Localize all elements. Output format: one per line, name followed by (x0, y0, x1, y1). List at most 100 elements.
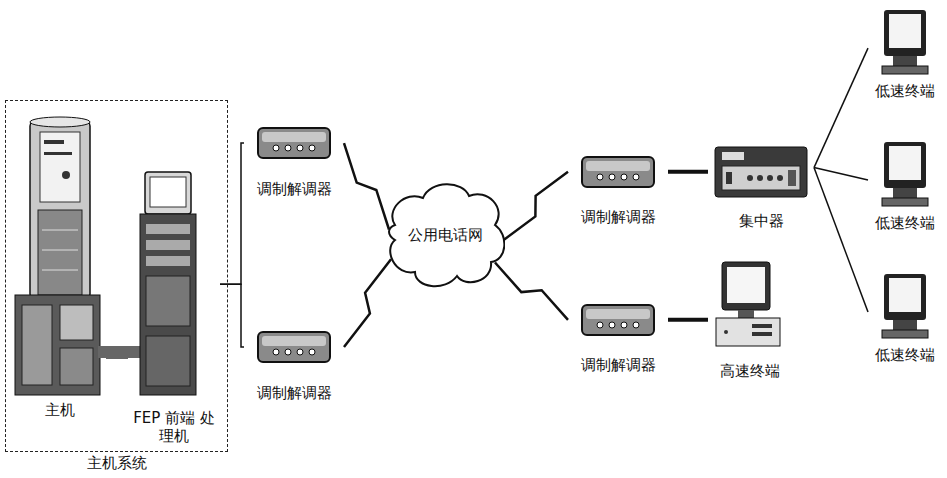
modem-top (586, 309, 650, 319)
monitor (145, 172, 191, 214)
node-label: 主机 (45, 401, 75, 419)
panel-knob (62, 171, 70, 179)
modem-light (273, 349, 279, 355)
node-label: 低速终端 (875, 214, 935, 232)
modem-light (609, 174, 615, 180)
drive-bay (146, 256, 190, 266)
panel (40, 132, 80, 202)
modem-illustration (582, 157, 654, 187)
node-label: 调制解调器 (581, 356, 656, 374)
vent (42, 270, 78, 271)
node-label: 调制解调器 (581, 208, 656, 226)
cabinet (15, 295, 100, 395)
power-light (724, 330, 728, 334)
line (220, 143, 244, 284)
drive-slot (752, 332, 772, 336)
base (882, 66, 928, 74)
monitor (722, 262, 770, 310)
modem-light (297, 349, 303, 355)
modem-body (258, 332, 330, 362)
port (767, 175, 773, 181)
modem-body (258, 128, 330, 158)
base (882, 330, 928, 338)
modem-light (297, 145, 303, 151)
node-label: 集中器 (739, 212, 784, 230)
cabinet-door (60, 305, 93, 340)
modem-light (633, 322, 639, 328)
drive-bay (146, 224, 190, 234)
switch (788, 170, 796, 186)
node-label: 公用电话网 (408, 226, 483, 244)
modem-top (586, 161, 650, 171)
tower (30, 120, 90, 300)
cabinet (140, 214, 196, 395)
low-speed-terminal: 低速终端 (868, 4, 942, 102)
panel (146, 276, 190, 326)
modem-top (262, 132, 326, 142)
screen (150, 177, 186, 207)
phone-link (495, 263, 568, 320)
modem: 调制解调器 (244, 326, 344, 404)
node-label: 低速终端 (875, 82, 935, 100)
port (747, 175, 753, 181)
system-unit (716, 318, 780, 346)
screen (889, 146, 921, 180)
cable (668, 318, 708, 322)
high-speed-terminal-illustration (716, 262, 780, 346)
modem-light (597, 174, 603, 180)
channel-cable (106, 347, 128, 359)
modem-top (262, 336, 326, 346)
cabinet-door (60, 348, 93, 385)
channel-cable (98, 346, 142, 358)
panel (146, 336, 190, 386)
screen (889, 278, 921, 312)
low-speed-terminal-illustration (882, 274, 928, 338)
front-panel (722, 166, 800, 190)
cabinet-door (22, 305, 52, 385)
modem-illustration (258, 332, 330, 362)
line (220, 284, 244, 347)
node-label: 低速终端 (875, 346, 935, 364)
mainframe-illustration (15, 117, 100, 395)
concentrator-body (715, 147, 807, 197)
monitor (884, 10, 926, 56)
line (814, 168, 868, 313)
low-speed-terminal-illustration (882, 142, 928, 206)
drive-slot (752, 324, 772, 328)
tower-body (38, 210, 82, 295)
drive-bay (146, 240, 190, 250)
concentrator: 集中器 (708, 140, 814, 232)
low-speed-terminal: 低速终端 (868, 136, 942, 234)
node-label: 调制解调器 (257, 180, 332, 198)
monitor (884, 274, 926, 320)
monitor (884, 142, 926, 188)
low-speed-terminal: 低速终端 (868, 268, 942, 366)
modem-light (309, 145, 315, 151)
mainframe: 主机 (14, 116, 106, 421)
modem-light (273, 145, 279, 151)
stand (893, 320, 917, 330)
modem-illustration (258, 128, 330, 158)
port (757, 175, 763, 181)
line (814, 168, 868, 181)
stand (738, 310, 754, 318)
modem-illustration (582, 305, 654, 335)
screen (727, 267, 765, 303)
modem-light (597, 322, 603, 328)
high-speed-terminal: 高速终端 (708, 258, 792, 382)
node-label: 高速终端 (720, 362, 780, 380)
panel-detail (44, 140, 64, 144)
phone-link (344, 259, 391, 347)
line (814, 48, 868, 168)
modem-body (582, 157, 654, 187)
fep-illustration (140, 172, 196, 395)
base (882, 198, 928, 206)
stand (893, 188, 917, 198)
vent (42, 230, 78, 231)
phone-link (344, 143, 389, 229)
node-label: 调制解调器 (257, 384, 332, 402)
tower-top (30, 117, 90, 127)
modem-light (285, 349, 291, 355)
screen (889, 14, 921, 48)
